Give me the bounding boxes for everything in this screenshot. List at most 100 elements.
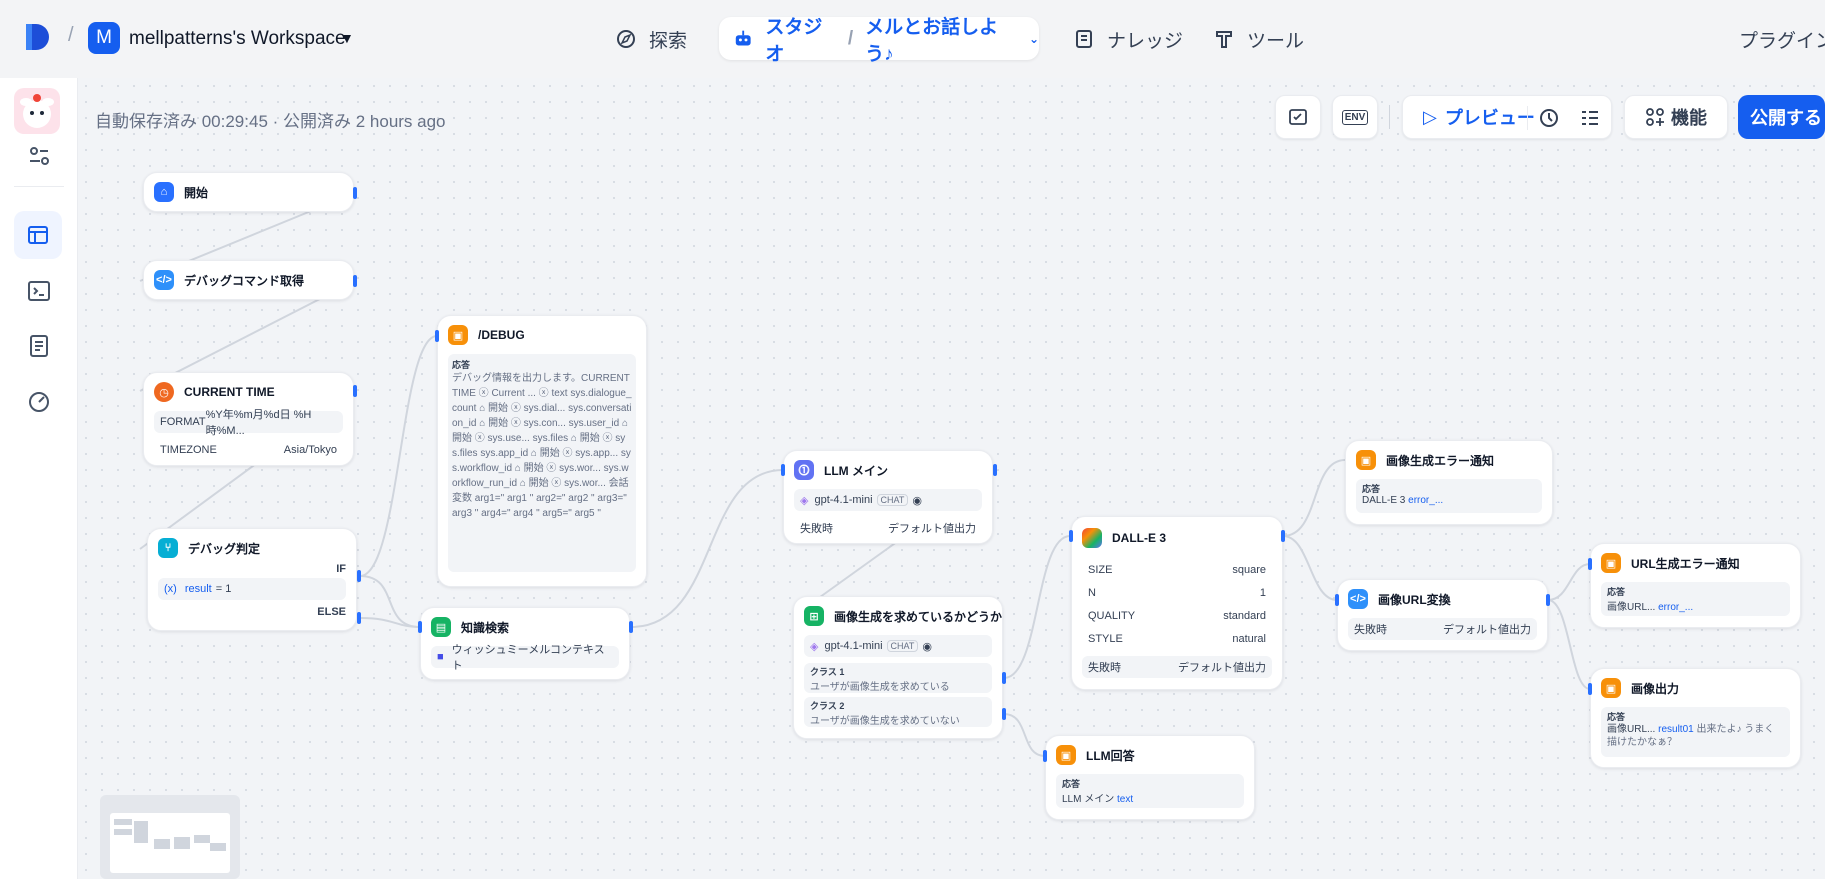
minimap-node (210, 843, 226, 851)
variable-ref: error_... (1408, 495, 1444, 506)
field-label: TIMEZONE (160, 444, 217, 456)
output-port[interactable] (353, 275, 357, 287)
class2-text: ユーザが画像生成を求めていない (810, 716, 960, 727)
output-port[interactable] (353, 385, 357, 397)
input-port[interactable] (1588, 683, 1592, 695)
sidebar-item-workflow[interactable] (14, 211, 62, 259)
input-port[interactable] (781, 464, 785, 476)
field-value: Asia/Tokyo (283, 444, 337, 456)
chevron-down-icon[interactable]: ▼ (340, 30, 354, 46)
input-port[interactable] (1335, 594, 1339, 606)
nav-plugins-label: プラグイン (1739, 30, 1825, 52)
publish-button[interactable]: 公開する (1738, 95, 1825, 139)
input-port[interactable] (1588, 558, 1592, 570)
node-debug-judge[interactable]: ⑂デバッグ判定 IF (x)result= 1 ELSE (147, 528, 357, 631)
style-value: natural (1232, 633, 1266, 645)
branch-icon: ⑂ (158, 538, 178, 558)
node-image-error[interactable]: ▣画像生成エラー通知 応答 DALL-E 3 error_... (1345, 440, 1553, 525)
answer-label: 応答 (1062, 779, 1081, 789)
preview-button[interactable]: プレビュー (1444, 108, 1535, 128)
env-label: ENV (1341, 109, 1369, 125)
app-name[interactable]: メルとお話しよう♪ (865, 16, 999, 65)
nav-tools[interactable]: ツール (1213, 18, 1304, 60)
answer-icon: ▣ (1601, 553, 1621, 573)
output-port[interactable] (1281, 530, 1285, 542)
output-port[interactable] (993, 464, 997, 476)
node-llm-answer[interactable]: ▣LLM回答 応答 LLM メイン text (1045, 735, 1255, 820)
chevron-down-icon[interactable]: ⌄ (1028, 31, 1039, 46)
output-port-if[interactable] (357, 570, 361, 582)
home-icon: ⌂ (154, 182, 174, 202)
grid-dots-icon (1646, 108, 1664, 126)
history-icon[interactable] (1538, 107, 1560, 129)
hammer-icon (1216, 31, 1232, 48)
nav-knowledge[interactable]: ナレッジ (1073, 18, 1183, 60)
document-log-icon[interactable] (26, 333, 52, 359)
node-url-error[interactable]: ▣URL生成エラー通知 応答 画像URL... error_... (1590, 543, 1801, 628)
book-open-icon: ▤ (431, 617, 451, 637)
settings-sliders-icon[interactable] (26, 143, 52, 169)
output-port-class2[interactable] (1002, 708, 1006, 720)
output-port-class1[interactable] (1002, 672, 1006, 684)
node-url-convert[interactable]: </>画像URL変換 失敗時デフォルト値出力 (1337, 579, 1548, 651)
features-button[interactable]: 機能 (1624, 95, 1728, 139)
nav-plugins[interactable]: プラグイン (1727, 18, 1825, 60)
terminal-icon[interactable] (26, 278, 52, 304)
robot-icon (735, 30, 751, 45)
fail-label: 失敗時 (1088, 662, 1121, 674)
minimap-node (114, 819, 132, 825)
app-sidebar (0, 78, 78, 879)
n-value: 1 (1259, 587, 1266, 599)
node-image-output[interactable]: ▣画像出力 応答 画像URL... result01 出来たよ♪ うまく描けたか… (1590, 668, 1801, 768)
toolbar-divider (1389, 105, 1390, 129)
node-debug-answer[interactable]: ▣/DEBUG 応答 デバッグ情報を出力します。CURRENT TIME ⓧ C… (437, 315, 647, 587)
app-avatar[interactable] (14, 88, 60, 134)
if-label: IF (336, 563, 346, 575)
workspace-name[interactable]: mellpatterns's Workspace (129, 28, 346, 49)
output-port-else[interactable] (357, 612, 361, 624)
eye-icon: ◉ (922, 640, 932, 653)
minimap-node (134, 821, 148, 843)
class1-label: クラス 1 (810, 667, 845, 677)
output-port[interactable] (353, 187, 357, 199)
minimap[interactable] (100, 795, 240, 879)
input-port[interactable] (1069, 530, 1073, 542)
variable-icon: (x) (164, 583, 177, 595)
nav-explore-label: 探索 (649, 30, 688, 52)
source-node: LLM メイン (1062, 794, 1115, 805)
node-title: 画像生成を求めているかどうか (834, 609, 1003, 624)
checklist-button[interactable] (1275, 95, 1321, 139)
folder-icon: ■ (437, 651, 444, 663)
play-icon: ▷ (1423, 106, 1437, 127)
gauge-icon[interactable] (26, 388, 52, 414)
input-port[interactable] (1043, 750, 1047, 762)
answer-label: 応答 (1362, 484, 1381, 494)
output-port[interactable] (1546, 594, 1550, 606)
workspace-avatar[interactable]: M (88, 22, 120, 54)
node-title: デバッグコマンド取得 (184, 273, 305, 288)
env-button[interactable]: ENV (1332, 95, 1378, 139)
nav-knowledge-label: ナレッジ (1107, 30, 1184, 52)
mode-badge: CHAT (876, 494, 909, 506)
answer-text: デバッグ情報を出力します。CURRENT TIME ⓧ Current ... … (452, 373, 632, 519)
node-current-time[interactable]: ◷CURRENT TIME FORMAT%Y年%m月%d日 %H時%M... T… (143, 372, 354, 466)
app-logo-icon[interactable] (22, 22, 52, 52)
nav-explore[interactable]: 探索 (615, 18, 687, 60)
size-value: square (1232, 564, 1266, 576)
node-debug-command[interactable]: </>デバッグコマンド取得 (143, 260, 354, 300)
window-icon (28, 226, 48, 244)
model-icon: ◈ (800, 494, 809, 507)
list-icon[interactable] (1579, 107, 1601, 129)
divider (1527, 106, 1528, 130)
nav-studio[interactable]: スタジオ / メルとお話しよう♪ ⌄ (719, 17, 1039, 65)
input-port[interactable] (418, 621, 422, 633)
node-knowledge[interactable]: ▤知識検索 ■ウィッシュミーメルコンテキスト (420, 607, 630, 680)
node-start[interactable]: ⌂開始 (143, 172, 354, 212)
input-port[interactable] (435, 330, 439, 342)
model-icon: ◈ (810, 640, 819, 653)
answer-label: 応答 (1607, 587, 1626, 597)
output-port[interactable] (629, 621, 633, 633)
